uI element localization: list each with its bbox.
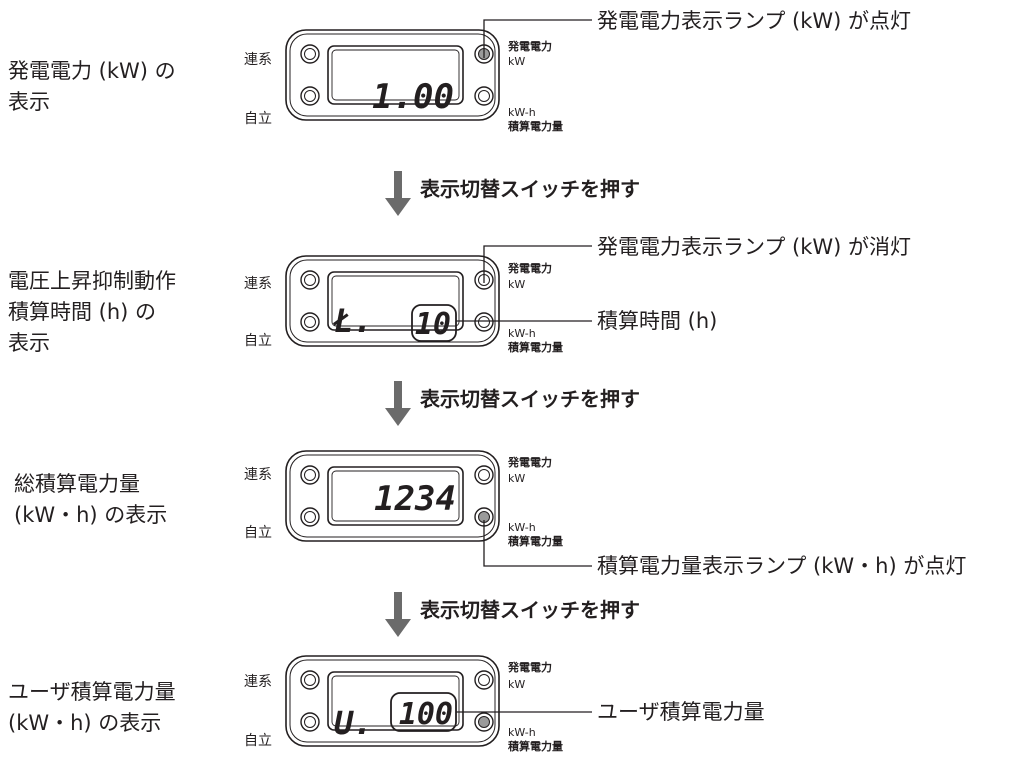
independent-label: 自立 <box>244 111 272 127</box>
kwh-label-bottom: 積算電力量 <box>508 740 563 753</box>
kw-label-top: 発電電力 <box>508 40 552 53</box>
independent-label: 自立 <box>244 733 272 749</box>
display-value-2: 10 <box>415 307 451 342</box>
panel-4 <box>285 655 500 747</box>
independent-label: 自立 <box>244 525 272 541</box>
kw-lamp-indicator-3 <box>478 469 490 481</box>
kwh-label-bottom: 積算電力量 <box>508 120 563 133</box>
panel-2 <box>285 255 500 347</box>
switch-instruction-3: 表示切替スイッチを押す <box>420 598 640 622</box>
callout-line-kwh-on <box>483 520 592 567</box>
kwh-lamp-indicator-1 <box>478 90 490 102</box>
grid-label: 連系 <box>244 276 272 292</box>
callout-line-kw-on <box>483 19 592 58</box>
step-1-label: 発電電力 (kW) の 表示 <box>8 59 176 114</box>
step-3-label: 総積算電力量 (kW・h) の表示 <box>14 472 168 527</box>
grid-label: 連系 <box>244 467 272 483</box>
kwh-label-bottom: 積算電力量 <box>508 535 563 548</box>
independent-label: 自立 <box>244 333 272 349</box>
display-prefix-2: Ł. <box>332 302 373 340</box>
grid-label: 連系 <box>244 52 272 68</box>
kw-label-unit: kW <box>508 678 526 691</box>
kwh-label-unit: kW-h <box>508 327 536 340</box>
kw-label-top: 発電電力 <box>508 661 552 674</box>
callout-line-kw-off <box>483 245 592 283</box>
down-arrow-2 <box>385 381 411 426</box>
callout-kwh-lamp-on: 積算電力量表示ランプ (kW・h) が点灯 <box>597 554 967 578</box>
display-prefix-4: U. <box>334 704 373 742</box>
kw-label-unit: kW <box>508 472 526 485</box>
display-value-1: 1.00 <box>372 77 454 117</box>
value-highlight-box <box>411 304 457 342</box>
kw-lamp-indicator-4 <box>478 674 490 686</box>
kwh-label-unit: kW-h <box>508 521 536 534</box>
kw-label-unit: kW <box>508 55 526 68</box>
switch-instruction-2: 表示切替スイッチを押す <box>420 387 640 411</box>
callout-user-energy: ユーザ積算電力量 <box>597 700 765 724</box>
step-4-label: ユーザ積算電力量 (kW・h) の表示 <box>8 680 176 735</box>
kwh-label-bottom: 積算電力量 <box>508 341 563 354</box>
callout-kw-lamp-off: 発電電力表示ランプ (kW) が消灯 <box>597 235 912 259</box>
down-arrow-3 <box>385 592 411 637</box>
kw-label-unit: kW <box>508 278 526 291</box>
kw-label-top: 発電電力 <box>508 262 552 275</box>
switch-instruction-1: 表示切替スイッチを押す <box>420 177 640 201</box>
callout-accumulated-hours: 積算時間 (h) <box>597 309 718 333</box>
step-2-label: 電圧上昇抑制動作 積算時間 (h) の 表示 <box>8 269 176 355</box>
grid-label: 連系 <box>244 674 272 690</box>
kw-label-top: 発電電力 <box>508 456 552 469</box>
callout-kw-lamp-on: 発電電力表示ランプ (kW) が点灯 <box>597 9 912 33</box>
kwh-label-unit: kW-h <box>508 106 536 119</box>
down-arrow-1 <box>385 171 411 216</box>
kwh-lamp-indicator-2 <box>478 316 490 328</box>
kwh-lamp-indicator-4 <box>478 716 490 728</box>
display-value-4: 100 <box>399 697 453 732</box>
kwh-label-unit: kW-h <box>508 726 536 739</box>
display-value-3: 1234 <box>374 479 456 519</box>
